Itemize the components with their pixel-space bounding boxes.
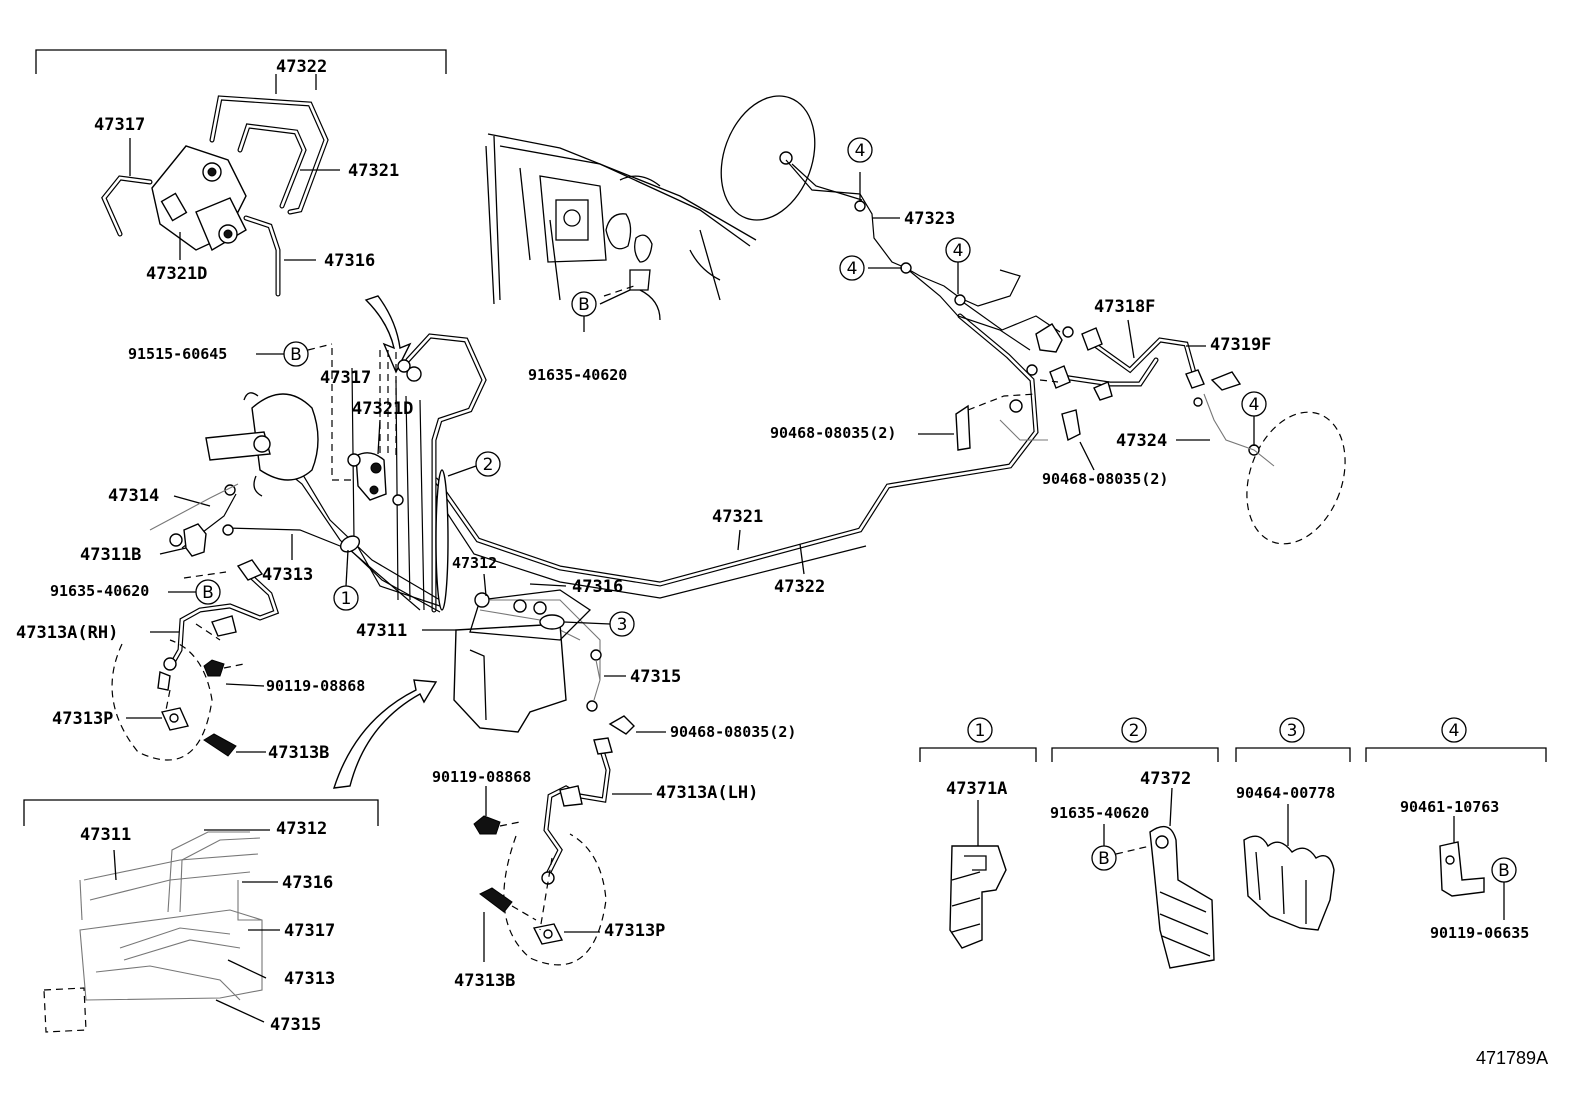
label-91635-40620-left: 91635-40620 xyxy=(50,582,149,600)
figure-id: 471789A xyxy=(1476,1048,1548,1068)
label-47313: 47313 xyxy=(262,565,313,585)
clamp-markers xyxy=(339,469,565,630)
inset-abs-piping: 47311 47312 47316 47317 47313 47315 xyxy=(23,799,379,1035)
label-47319F: 47319F xyxy=(1210,335,1271,355)
label-47317-top: 47317 xyxy=(94,115,145,135)
rear-brake-lines: 47323 47318F 47319F 90468-08035(2) 90468… xyxy=(720,95,1346,545)
label-47317-mid: 47317 xyxy=(320,368,371,388)
front-rh-hose-assembly: 90119-08868 47313P 47313B xyxy=(52,483,365,763)
label-47321D-top: 47321D xyxy=(146,264,207,284)
svg-text:1: 1 xyxy=(341,589,352,609)
key-label-90119-06635: 90119-06635 xyxy=(1430,924,1529,942)
svg-text:4: 4 xyxy=(855,141,866,161)
svg-text:4: 4 xyxy=(1449,721,1460,741)
marker-c4-a: 4 xyxy=(847,137,873,163)
marker-b-left: B xyxy=(168,579,221,605)
label-47322-top: 47322 xyxy=(276,57,327,77)
abs-actuator xyxy=(453,589,602,733)
clamp-key-4: 4 90461-10763 B 90119-06635 xyxy=(1365,717,1547,942)
svg-text:3: 3 xyxy=(617,615,628,635)
inset-label-47312: 47312 xyxy=(276,819,327,839)
marker-c4-b: 4 xyxy=(839,255,865,281)
label-47313A-LH: 47313A(LH) xyxy=(656,783,758,803)
svg-text:B: B xyxy=(202,583,214,603)
body-panel-outline xyxy=(485,133,757,321)
label-91635-40620-center: 91635-40620 xyxy=(528,366,627,384)
svg-text:B: B xyxy=(1498,861,1510,881)
label-47314: 47314 xyxy=(108,486,159,506)
center-labels: 91515-60645 47317 47321D 91635-40620 473… xyxy=(16,289,825,687)
svg-text:1: 1 xyxy=(975,721,986,741)
label-90119-08868-lh: 90119-08868 xyxy=(432,768,531,786)
label-47311B: 47311B xyxy=(80,545,141,565)
inset-label-47316: 47316 xyxy=(282,873,333,893)
callout-circles: 1 2 3 4 4 4 4 B xyxy=(168,137,1267,637)
svg-text:4: 4 xyxy=(1249,395,1260,415)
marker-c4-c: 4 xyxy=(945,237,971,263)
key-label-47371A: 47371A xyxy=(946,779,1007,799)
label-90468-08035-a: 90468-08035(2) xyxy=(770,424,896,442)
label-47313P-lh: 47313P xyxy=(604,921,665,941)
valve-group-top-left: 47322 47317 47321 47316 47321D xyxy=(35,49,447,297)
marker-b-91515: B xyxy=(283,341,333,367)
front-lh-hose-assembly: 90119-08868 47313A(LH) 47313P 47313B 904… xyxy=(432,715,796,991)
label-47316-mid: 47316 xyxy=(572,577,623,597)
label-47321-top: 47321 xyxy=(348,161,399,181)
svg-text:3: 3 xyxy=(1287,721,1298,741)
inset-label-47313: 47313 xyxy=(284,969,335,989)
key-label-90461-10763: 90461-10763 xyxy=(1400,798,1499,816)
marker-c1-main: 1 xyxy=(333,549,359,611)
svg-text:2: 2 xyxy=(1129,721,1140,741)
clamp-key-2: 2 47372 91635-40620 B xyxy=(1050,717,1219,969)
marker-c4-d: 4 xyxy=(1241,391,1267,417)
label-47321-mid: 47321 xyxy=(712,507,763,527)
marker-c3-main: 3 xyxy=(563,611,635,637)
label-47322-mid: 47322 xyxy=(774,577,825,597)
label-91515-60645: 91515-60645 xyxy=(128,345,227,363)
label-47323: 47323 xyxy=(904,209,955,229)
svg-text:2: 2 xyxy=(483,455,494,475)
clamp-key-1: 1 47371A xyxy=(919,717,1037,949)
label-47321D-mid: 47321D xyxy=(352,399,413,419)
label-47313A-RH: 47313A(RH) xyxy=(16,623,118,643)
label-90468-08035-c: 90468-08035(2) xyxy=(670,723,796,741)
key-label-91635-40620: 91635-40620 xyxy=(1050,804,1149,822)
label-47313B-left: 47313B xyxy=(268,743,329,763)
direction-arrows xyxy=(332,295,438,789)
label-47316-top: 47316 xyxy=(324,251,375,271)
key-label-47372: 47372 xyxy=(1140,769,1191,789)
label-47313P-left: 47313P xyxy=(52,709,113,729)
label-47315: 47315 xyxy=(630,667,681,687)
label-47318F: 47318F xyxy=(1094,297,1155,317)
inset-label-47311: 47311 xyxy=(80,825,131,845)
inset-label-47317: 47317 xyxy=(284,921,335,941)
label-47324: 47324 xyxy=(1116,431,1167,451)
svg-text:4: 4 xyxy=(847,259,858,279)
brake-booster xyxy=(205,348,422,506)
marker-c2-main: 2 xyxy=(447,451,501,477)
clamp-key-3: 3 90464-00778 xyxy=(1235,717,1351,931)
svg-text:B: B xyxy=(290,345,302,365)
label-47312: 47312 xyxy=(452,554,497,572)
svg-text:4: 4 xyxy=(953,241,964,261)
svg-text:B: B xyxy=(1098,849,1110,869)
inset-label-47315: 47315 xyxy=(270,1015,321,1035)
marker-b-center: B xyxy=(571,291,597,332)
label-90119-08868-left: 90119-08868 xyxy=(266,677,365,695)
key-label-90464-00778: 90464-00778 xyxy=(1236,784,1335,802)
label-90468-08035-b: 90468-08035(2) xyxy=(1042,470,1168,488)
label-47313B-lh: 47313B xyxy=(454,971,515,991)
svg-text:B: B xyxy=(578,295,590,315)
label-47311: 47311 xyxy=(356,621,407,641)
